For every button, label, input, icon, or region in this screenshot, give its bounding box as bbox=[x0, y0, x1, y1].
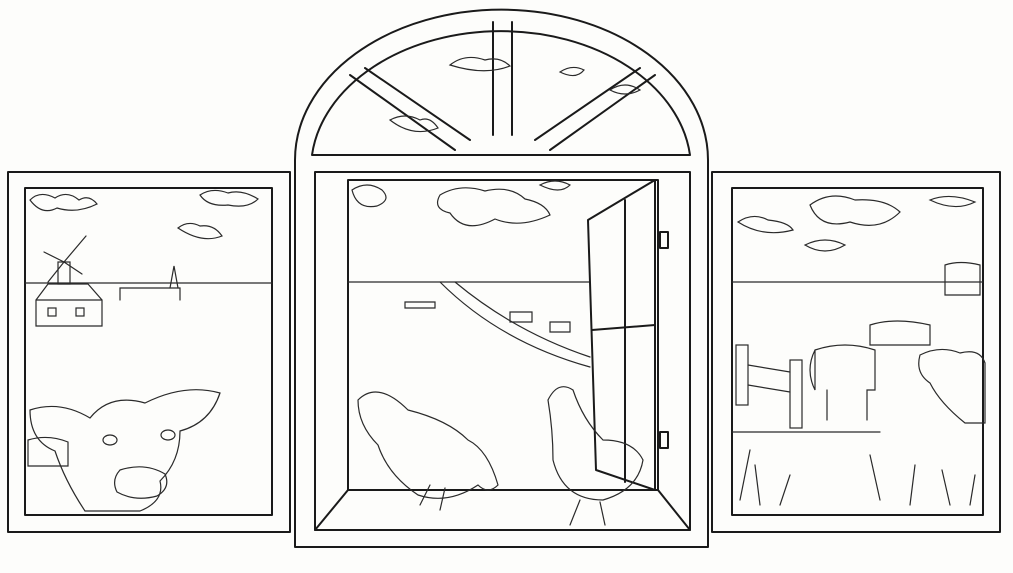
windmill-icon bbox=[43, 235, 87, 285]
left-panel bbox=[7, 171, 291, 533]
cows bbox=[809, 261, 986, 424]
grazing-cows bbox=[404, 301, 571, 333]
arch-mullions bbox=[349, 21, 656, 151]
clouds bbox=[736, 195, 977, 252]
fence bbox=[735, 344, 803, 429]
right-panel bbox=[711, 171, 1001, 533]
hen-pecking bbox=[357, 391, 499, 511]
grass bbox=[731, 431, 976, 506]
open-window-sash bbox=[587, 179, 669, 491]
clouds bbox=[29, 189, 259, 240]
center-arched-window bbox=[294, 8, 709, 548]
clouds bbox=[351, 56, 642, 227]
hen-standing bbox=[547, 386, 644, 526]
cow-head bbox=[27, 389, 221, 512]
farmhouse bbox=[35, 265, 181, 327]
